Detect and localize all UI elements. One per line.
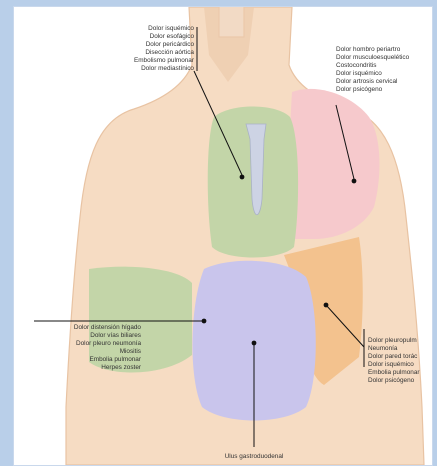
label-top-right: Costocondritis: [336, 62, 377, 69]
labels-top-right: Dolor hombro periartro Dolor musculoesqu…: [336, 46, 410, 93]
label-left: Dolor pleuro neumonía: [76, 340, 141, 347]
chest-pain-diagram: Dolor isquémico Dolor esofágico Dolor pe…: [14, 7, 432, 465]
label-right: Embolia pulmonar: [368, 369, 420, 376]
label-top-left: Dolor pericárdico: [146, 41, 195, 48]
dot-center: [252, 341, 257, 346]
label-left: Embolia pulmonar: [89, 356, 141, 363]
label-top-left: Embolismo pulmonar: [134, 57, 195, 64]
diagram-frame: Dolor isquémico Dolor esofágico Dolor pe…: [13, 6, 433, 466]
label-top-right: Dolor musculoesquelético: [336, 54, 410, 61]
label-top-left: Dolor isquémico: [148, 25, 194, 32]
label-top-right: Dolor isquémico: [336, 70, 382, 77]
label-top-left: Dolor mediastínico: [141, 65, 194, 72]
pink-region: [290, 89, 380, 239]
labels-top-left: Dolor isquémico Dolor esofágico Dolor pe…: [134, 25, 195, 72]
label-left: Dolor vías biliares: [90, 332, 141, 339]
label-right: Dolor pared torác: [368, 353, 418, 360]
label-left: Dolor distensión hígado: [74, 324, 142, 331]
label-top-left: Disección aórtica: [145, 49, 194, 56]
dot-top-right: [352, 179, 357, 184]
label-left: Miositis: [120, 348, 141, 355]
dot-right: [324, 303, 329, 308]
label-top-right: Dolor psicógeno: [336, 86, 383, 93]
label-right: Dolor psicógeno: [368, 377, 415, 384]
label-left: Herpes zoster: [101, 364, 142, 371]
labels-bottom: Ulus gastroduodenal: [225, 453, 284, 460]
dot-left: [202, 319, 207, 324]
label-right: Dolor isquémico: [368, 361, 414, 368]
label-right: Dolor pleuropulm: [368, 337, 417, 344]
label-right: Neumonía: [368, 345, 398, 352]
dot-top-left: [240, 175, 245, 180]
label-top-left: Dolor esofágico: [150, 33, 195, 40]
label-top-right: Dolor hombro periartro: [336, 46, 401, 53]
label-bottom: Ulus gastroduodenal: [225, 453, 284, 460]
label-top-right: Dolor artrosis cervical: [336, 78, 397, 85]
